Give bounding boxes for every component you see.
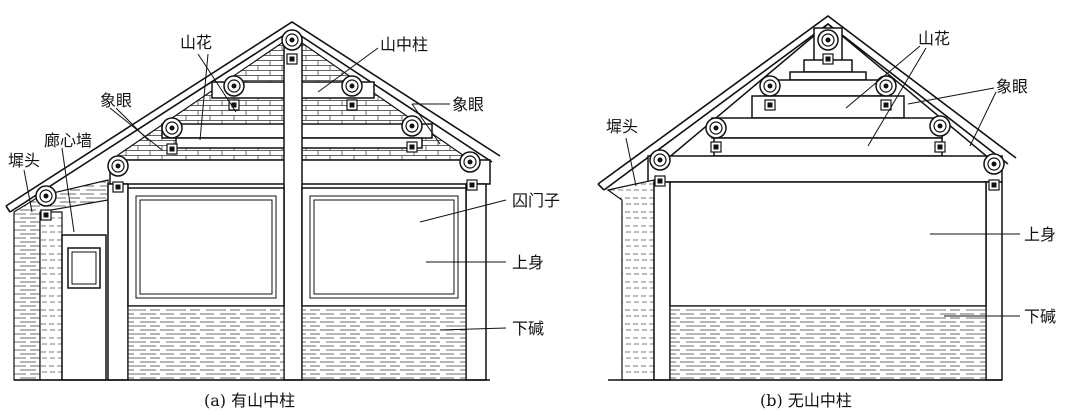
diagram-a: 山花 山中柱 象眼 象眼 廊心墙 墀头 囚门子 上身 下碱 (a) 有山中柱 bbox=[5, 21, 560, 410]
chitou-b bbox=[606, 179, 655, 381]
xiajian-right bbox=[301, 305, 467, 381]
caption-b: (b) 无山中柱 bbox=[760, 391, 852, 410]
roof-edge-a bbox=[5, 21, 501, 207]
label-chitou-b: 墀头 bbox=[606, 117, 638, 136]
label-chitou-a: 墀头 bbox=[8, 151, 40, 170]
label-xiajian-a: 下碱 bbox=[512, 319, 544, 338]
label-qiumenzi: 囚门子 bbox=[512, 191, 560, 210]
label-shangshen-a: 上身 bbox=[512, 253, 544, 272]
xiajian-b bbox=[669, 305, 987, 381]
shangshen-right bbox=[301, 187, 467, 307]
label-shanzhongzhu: 山中柱 bbox=[380, 35, 428, 54]
label-xiajian-b: 下碱 bbox=[1024, 307, 1056, 326]
eave-beam-b bbox=[647, 155, 1003, 183]
label-shanhua-a: 山花 bbox=[180, 33, 212, 52]
xiajian-left bbox=[127, 305, 285, 381]
shangshen-b bbox=[669, 181, 987, 307]
label-shanhua-b: 山花 bbox=[918, 29, 950, 48]
diagram-b: 山花 象眼 墀头 上身 下碱 (b) 无山中柱 bbox=[597, 15, 1056, 410]
roof-edge-b bbox=[597, 15, 1017, 185]
label-langxinqiang: 廊心墙 bbox=[44, 131, 92, 150]
label-xiangyan-a-right: 象眼 bbox=[452, 95, 484, 114]
label-xiangyan-b: 象眼 bbox=[996, 77, 1028, 96]
caption-a: (a) 有山中柱 bbox=[204, 391, 295, 410]
label-xiangyan-a-left: 象眼 bbox=[100, 91, 132, 110]
label-shangshen-b: 上身 bbox=[1024, 225, 1056, 244]
shangshen-left bbox=[127, 187, 285, 307]
shanzhongzhu-column bbox=[283, 39, 303, 381]
